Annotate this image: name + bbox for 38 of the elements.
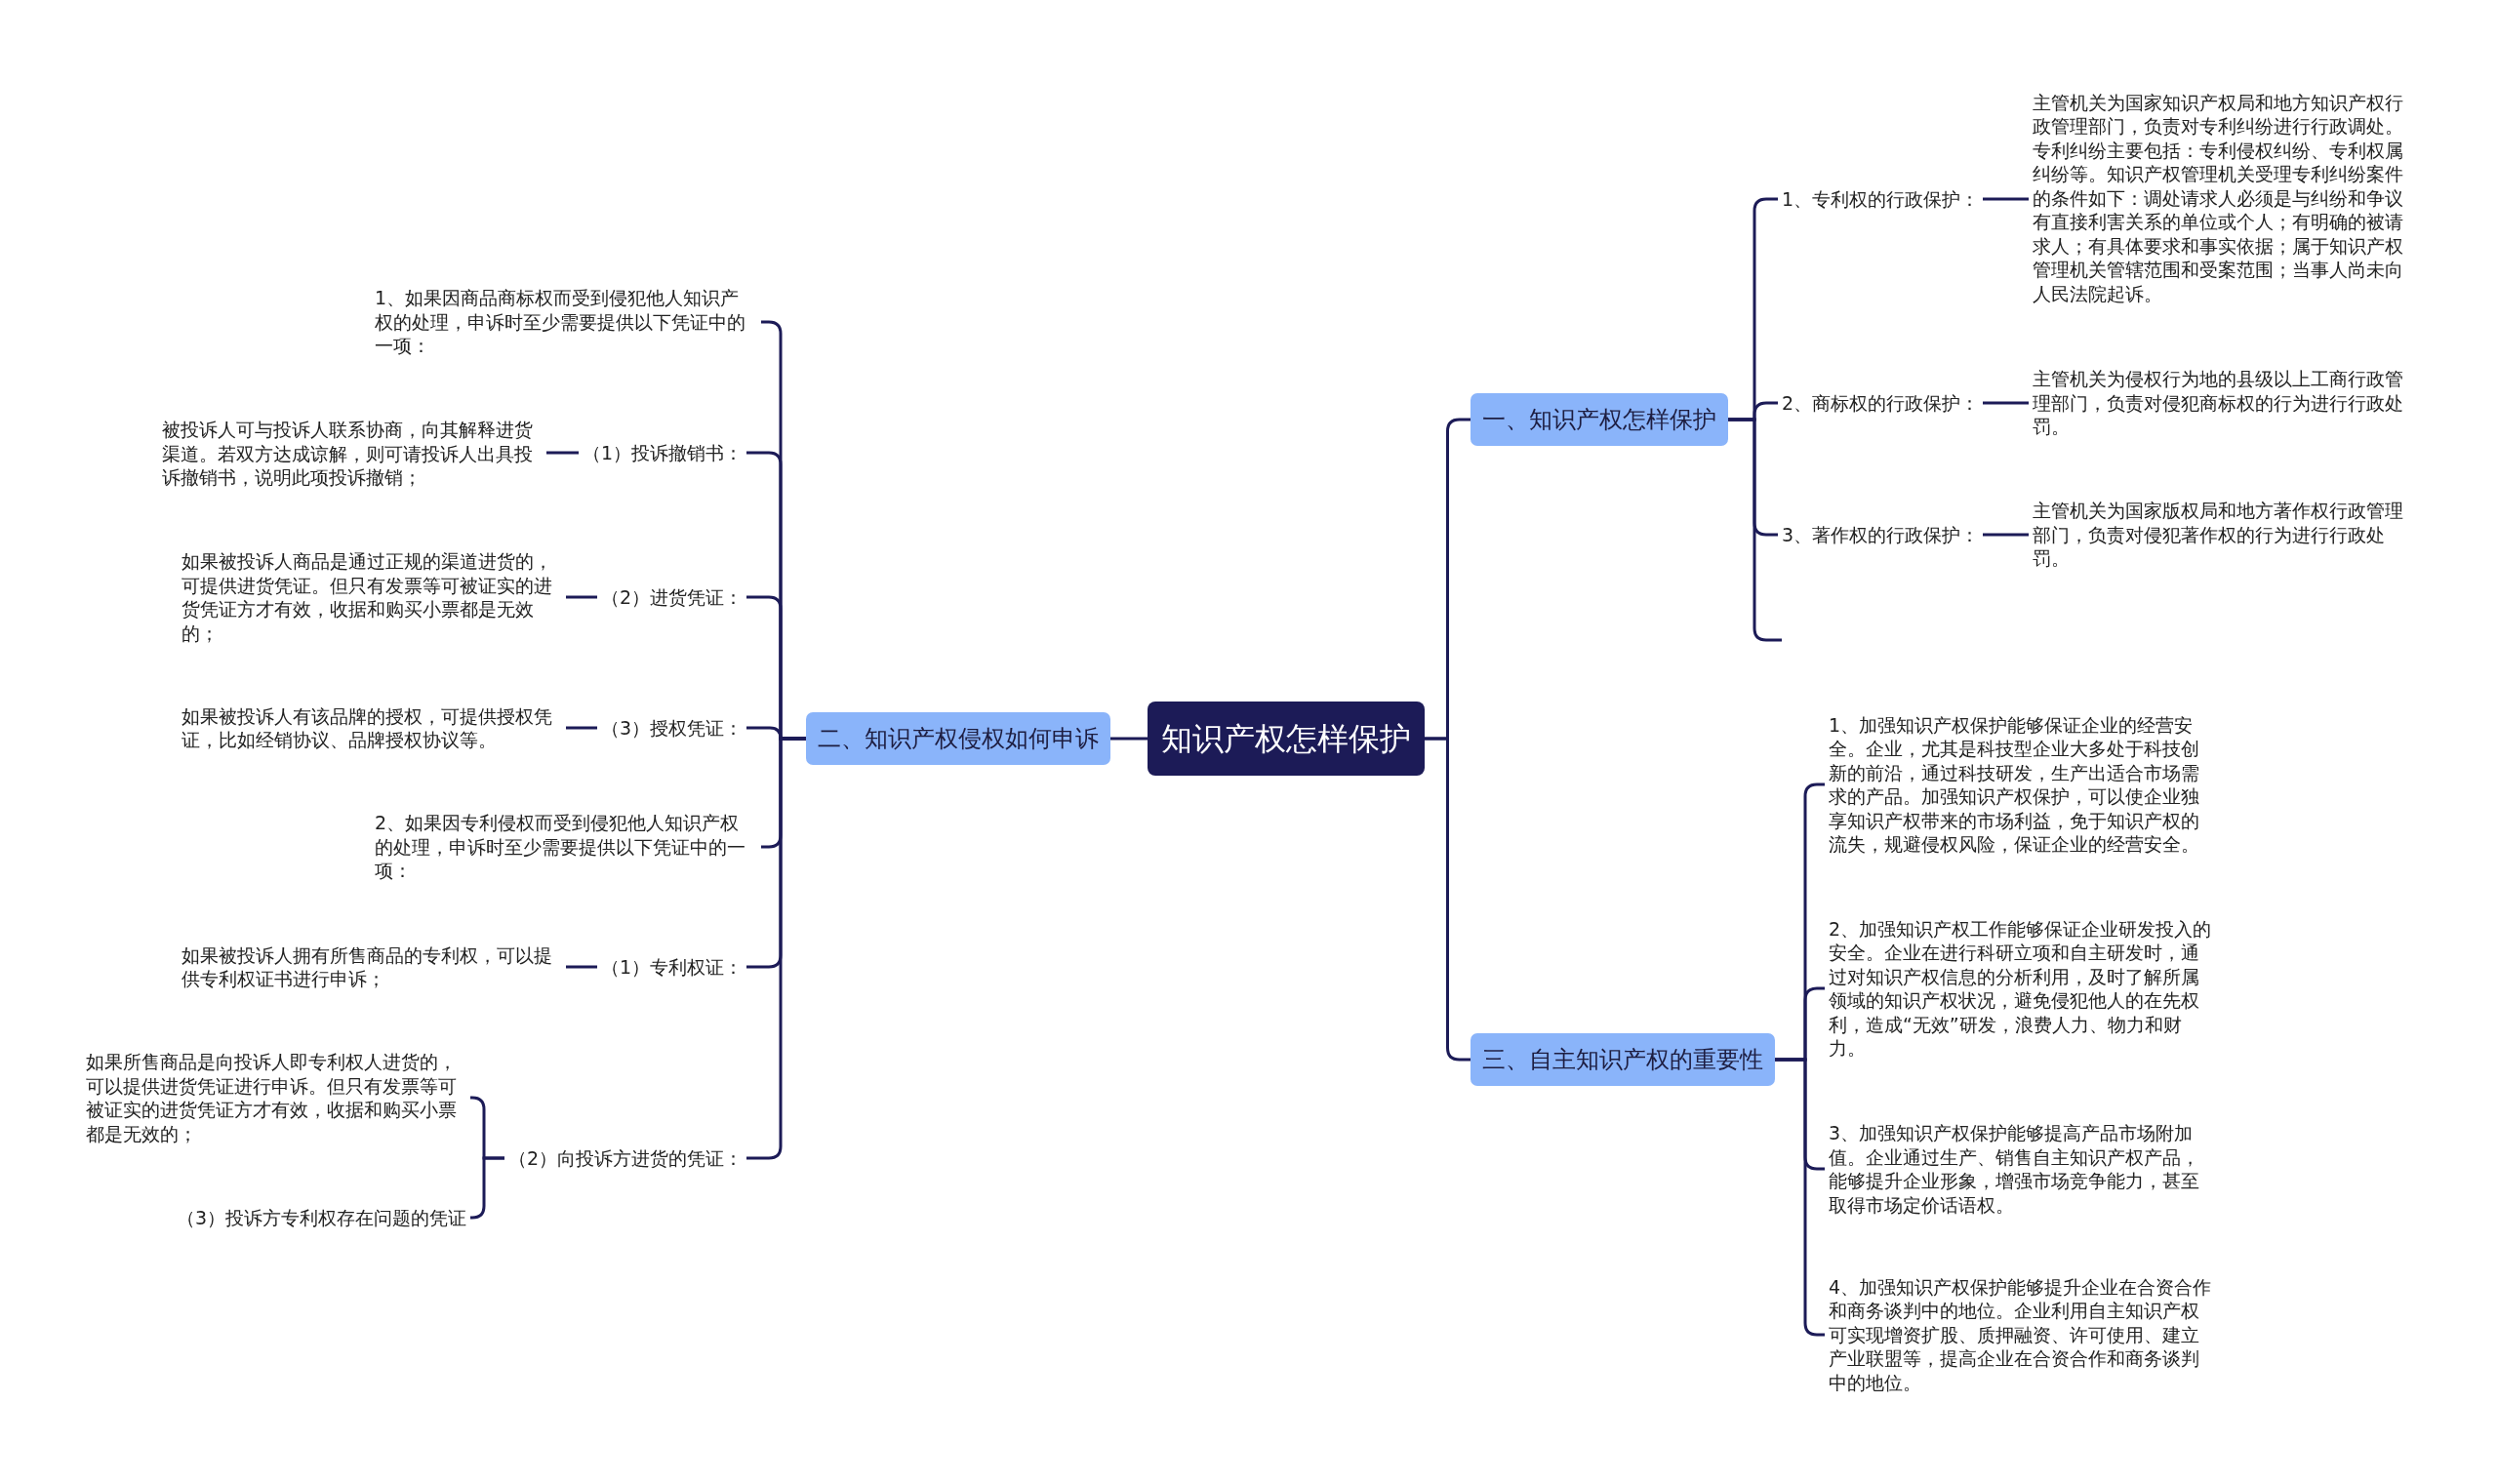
connector-line [1425, 737, 1471, 1062]
connector-line [566, 595, 597, 599]
central-topic-box: 知识产权怎样保护 [1148, 702, 1425, 776]
subtopic-text: （2）进货凭证： [597, 584, 747, 610]
subtopic-text: 1、专利权的行政保护： [1778, 186, 1984, 212]
connector-line [546, 451, 579, 455]
subtopic-text: （2）向投诉方进货的凭证： [504, 1145, 747, 1171]
subtopic-text: （1）投诉撤销书： [579, 440, 747, 465]
note-text: 2、如果因专利侵权而受到侵犯他人知识产权的处理，申诉时至少需要提供以下凭证中的一项： [371, 811, 761, 883]
connector-line [1983, 401, 2029, 405]
note-text: 被投诉人可与投诉人联系协商，向其解释进货渠道。若双方达成谅解，则可请投诉人出具投诉撤销书，说明此项投诉撤销； [158, 418, 546, 490]
subtopic-text: 2、商标权的行政保护： [1778, 390, 1984, 416]
connector-line [1728, 418, 1782, 642]
note-text: 如果被投诉人商品是通过正规的渠道进货的，可提供进货凭证。但只有发票等可被证实的进货凭证方才有效，收据和购买小票都是无效的； [178, 549, 566, 645]
note-text: 1、加强知识产权保护能够保证企业的经营安全。企业，尤其是科技型企业大多处于科技创新的前沿，通过科技研发，生产出适合市场需求的产品。加强知识产权保护，可以使企业独享知识产权带来的市场利益，免于知识产权的流失，规避侵权风险，保证企业的经营安全。 [1825, 712, 2217, 857]
note-text: 主管机关为侵权行为地的县级以上工商行政管理部门，负责对侵犯商标权的行为进行行政处罚。 [2029, 367, 2421, 439]
connector-line [566, 726, 597, 730]
connector-line [746, 737, 806, 1160]
connector-line [1983, 533, 2029, 537]
note-text: 4、加强知识产权保护能够提升企业在合资合作和商务谈判中的地位。企业利用自主知识产权可实现增资扩股、质押融资、许可使用、建立产业联盟等，提高企业在合资合作和商务谈判中的地位。 [1825, 1274, 2217, 1394]
note-text: 主管机关为国家知识产权局和地方知识产权行政管理部门，负责对专利纠纷进行行政调处。专利纠纷主要包括：专利侵权纠纷、专利权属纠纷等。知识产权管理机关受理专利纠纷案件的条件如下：调处请求人必须是与纠纷和争议有直接利害关系的单位或个人；有明确的被请求人；有具体要求和事实依据；属于知识产权管理机关管辖范围和受案范围；当事人尚未向人民法院起诉。 [2029, 90, 2421, 305]
note-text: 1、如果因商品商标权而受到侵犯他人知识产权的处理，申诉时至少需要提供以下凭证中的一项： [371, 286, 761, 358]
subtopic-text: （3）投诉方专利权存在问题的凭证 [173, 1205, 471, 1230]
subtopic-text: 3、著作权的行政保护： [1778, 522, 1984, 547]
connector-line [1983, 197, 2029, 201]
note-text: 2、加强知识产权工作能够保证企业研发投入的安全。企业在进行科研立项和自主研发时，通过对知识产权信息的分析利用，及时了解所属领域的知识产权状况，避免侵犯他人的在先权利，造成“无效”研发，浪费人力、物力和财力。 [1825, 916, 2217, 1061]
note-text: 3、加强知识产权保护能够提高产品市场附加值。企业通过生产、销售自主知识产权产品，能够提升企业形象，增强市场竞争能力，甚至取得市场定价话语权。 [1825, 1121, 2217, 1217]
subtopic-text: （3）授权凭证： [597, 715, 747, 741]
note-text: 主管机关为国家版权局和地方著作权行政管理部门，负责对侵犯著作权的行为进行行政处罚。 [2029, 499, 2421, 571]
topic-box: 二、知识产权侵权如何申诉 [806, 712, 1110, 765]
note-text: 如果被投诉人有该品牌的授权，可提供授权凭证，比如经销协议、品牌授权协议等。 [178, 703, 566, 752]
note-text: 如果所售商品是向投诉人即专利权人进货的，可以提供进货凭证进行申诉。但只有发票等可被证实的进货凭证方才有效，收据和购买小票都是无效的； [82, 1050, 470, 1145]
connector-line [566, 965, 597, 969]
topic-box: 一、知识产权怎样保护 [1471, 393, 1728, 446]
subtopic-text: （1）专利权证： [597, 954, 747, 980]
topic-box: 三、自主知识产权的重要性 [1471, 1033, 1775, 1086]
note-text: 如果被投诉人拥有所售商品的专利权，可以提供专利权证书进行申诉； [178, 943, 566, 991]
connector-line [1110, 737, 1148, 741]
